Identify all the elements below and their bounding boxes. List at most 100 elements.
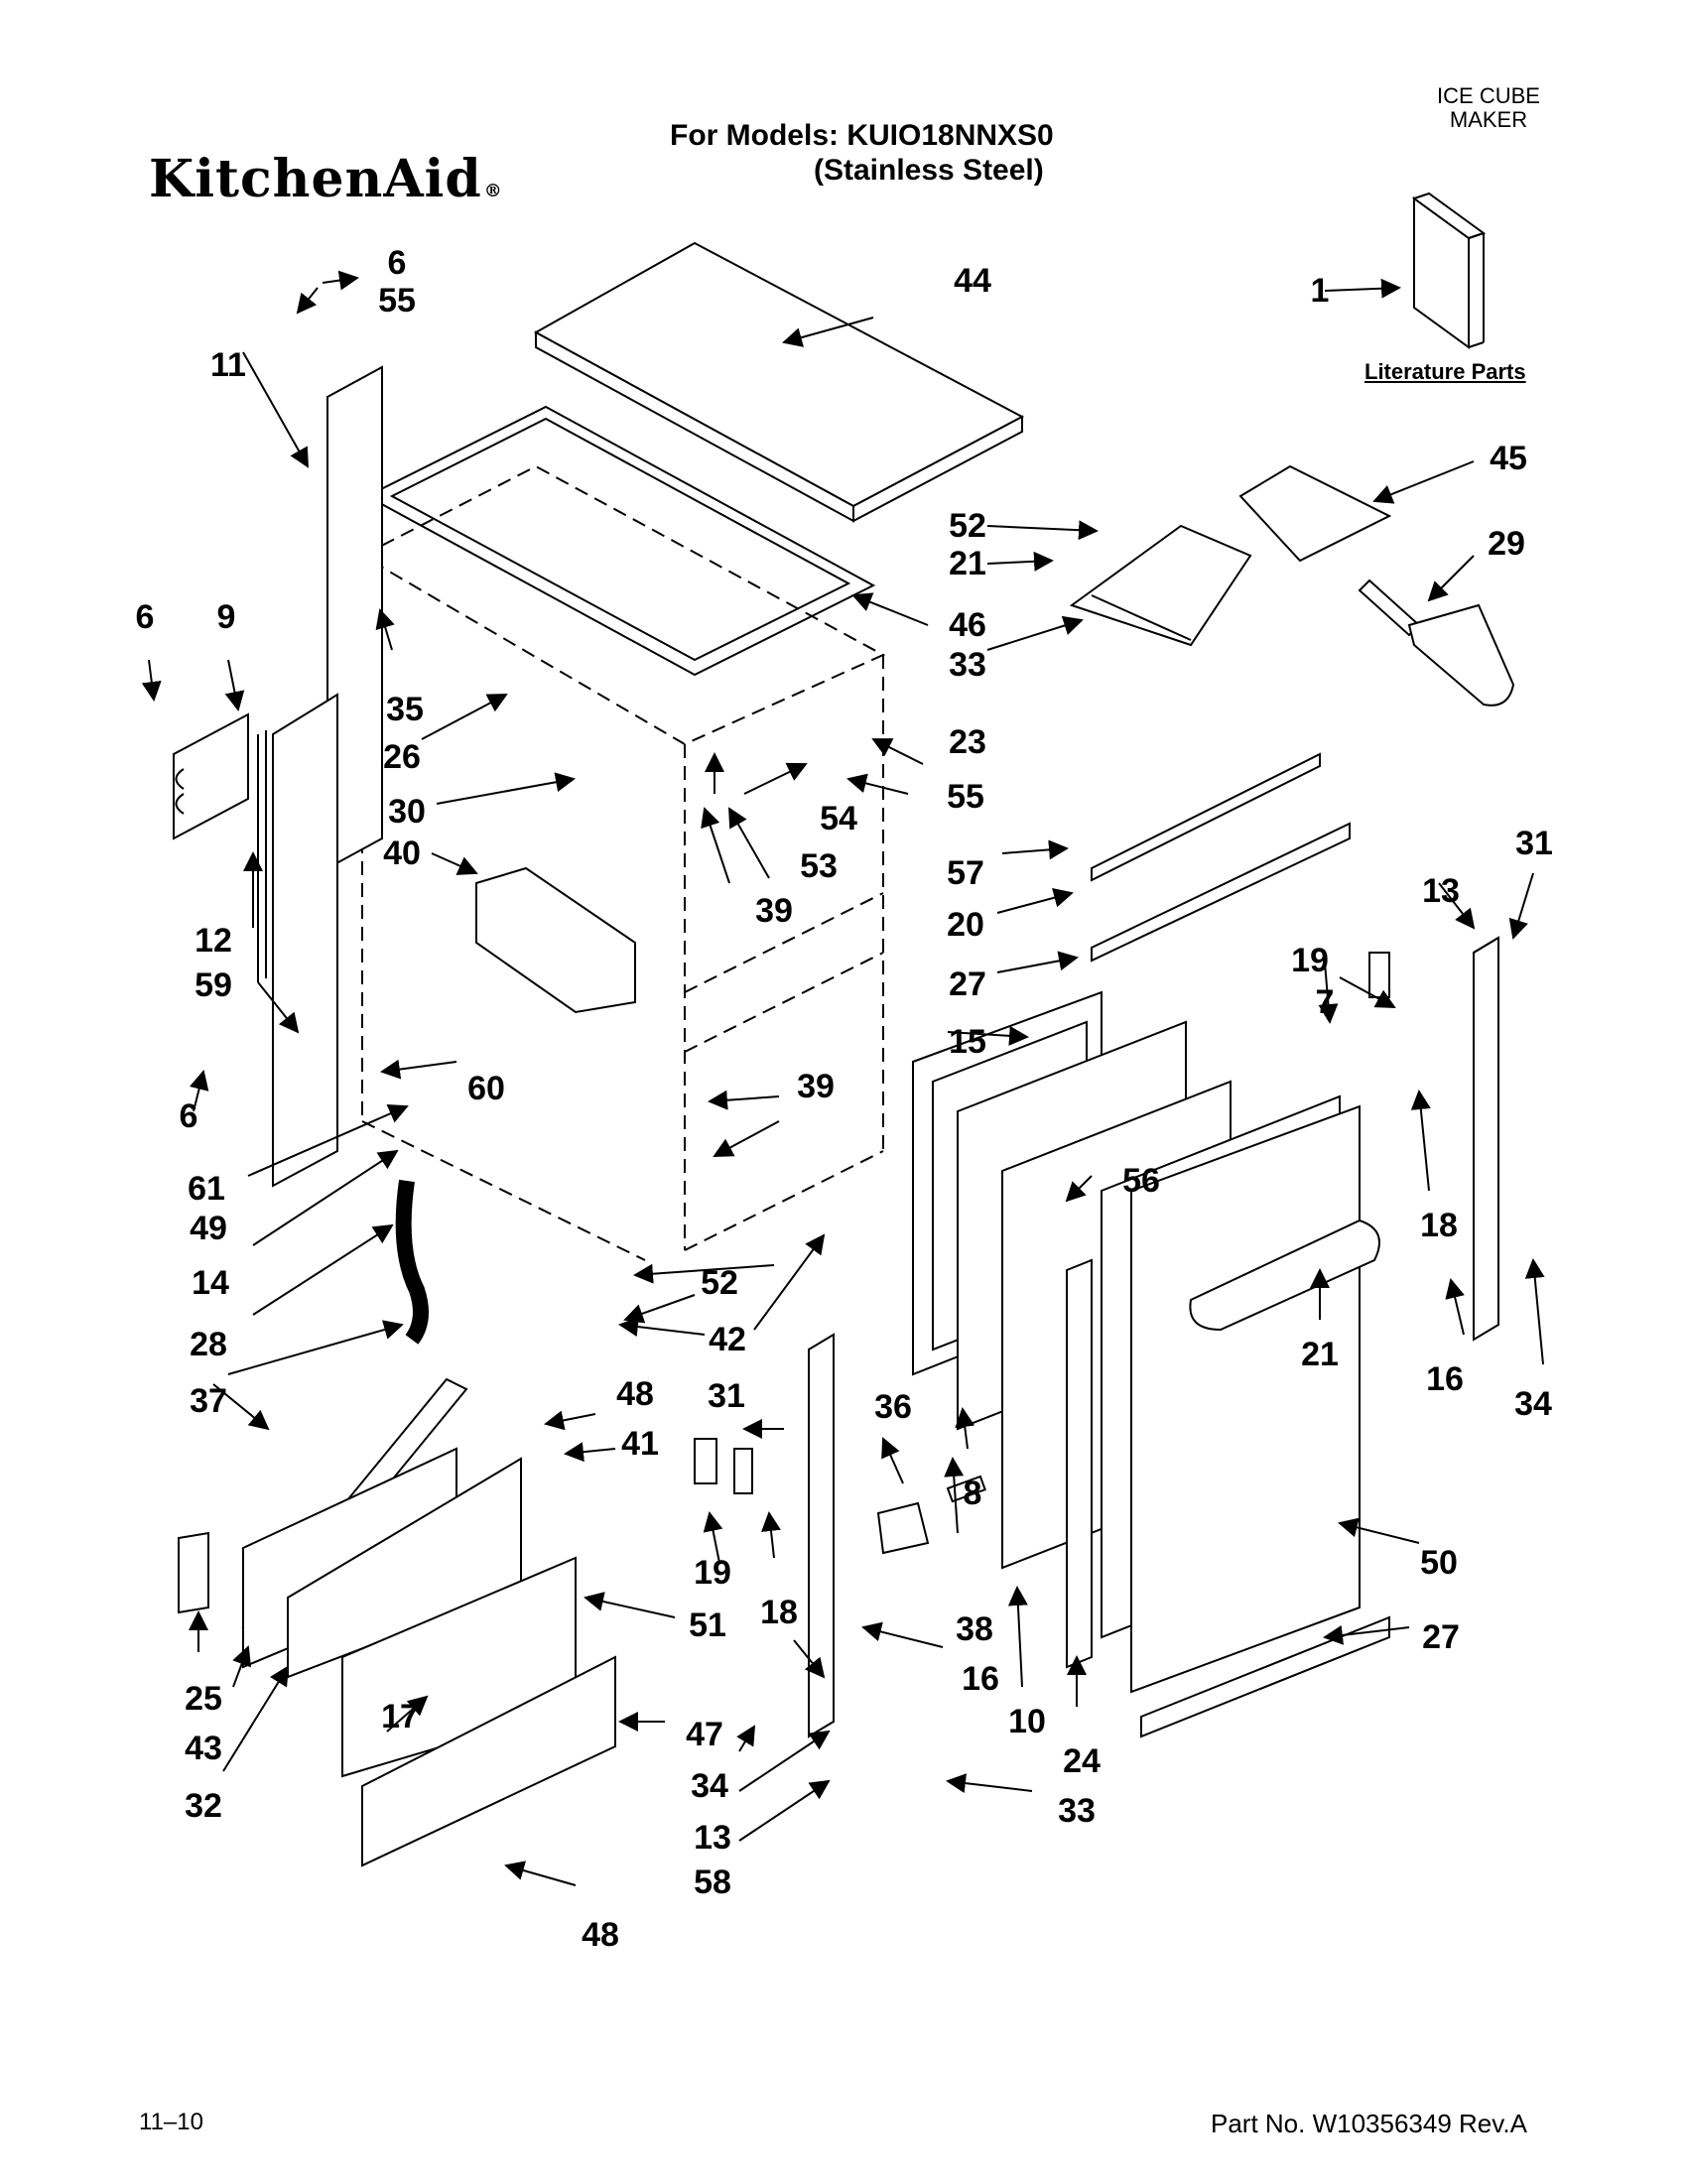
callout-33: 33 — [1058, 1792, 1096, 1830]
callout-28: 28 — [190, 1326, 227, 1363]
callout-36: 36 — [874, 1388, 912, 1426]
callout-40: 40 — [383, 835, 421, 872]
ice-scoop — [1358, 578, 1515, 707]
callout-55: 55 — [947, 778, 984, 816]
callout-46: 46 — [949, 606, 986, 644]
section-title-line-2: MAKER — [1449, 107, 1528, 132]
callout-18-b: 18 — [760, 1594, 798, 1631]
literature-parts-label: Literature Parts — [1364, 359, 1526, 384]
callout-49: 49 — [190, 1210, 227, 1247]
callout-58: 58 — [694, 1863, 731, 1901]
top-lid — [533, 241, 1025, 523]
kickplate-assembly — [178, 1377, 616, 1867]
callout-19: 19 — [1291, 942, 1329, 979]
models-line: For Models: KUIO18NNXS0 — [670, 119, 1054, 152]
callout-59: 59 — [195, 966, 232, 1004]
callout-27-b: 27 — [1422, 1618, 1460, 1656]
callout-6-b: 6 — [135, 598, 155, 636]
callout-10: 10 — [1008, 1703, 1046, 1740]
callout-57: 57 — [947, 854, 984, 892]
callout-61: 61 — [188, 1170, 225, 1208]
callout-16-b: 16 — [962, 1660, 999, 1698]
callout-27: 27 — [949, 965, 986, 1003]
callout-30: 30 — [388, 793, 426, 831]
callout-16: 16 — [1426, 1360, 1464, 1398]
callout-17: 17 — [381, 1698, 419, 1735]
plate — [1238, 464, 1392, 563]
callout-23: 23 — [949, 723, 986, 761]
callout-3: 33 — [949, 646, 986, 684]
callout-51: 51 — [689, 1606, 726, 1644]
callout-18: 18 — [1420, 1207, 1458, 1244]
callout-47: 47 — [686, 1716, 723, 1753]
callout-39: 39 — [755, 892, 793, 930]
door-rail — [1091, 752, 1351, 963]
callout-21: 21 — [1301, 1336, 1339, 1373]
date-code: 11–10 — [139, 2109, 203, 2135]
callout-34-b: 34 — [691, 1767, 728, 1805]
callout-12: 12 — [195, 922, 232, 960]
callout-11: 11 — [210, 346, 246, 384]
callout-9: 9 — [216, 598, 236, 636]
section-title-line-1: ICE CUBE — [1437, 83, 1540, 108]
bin-bracket — [1069, 524, 1252, 647]
registered-mark: ® — [483, 181, 503, 201]
callout-38: 38 — [956, 1610, 993, 1648]
hinge-post-left — [808, 1333, 835, 1738]
door-assembly — [912, 990, 1380, 1694]
hinge-bracket — [173, 712, 267, 982]
callout-44: 44 — [954, 262, 991, 300]
callout-6-c: 6 — [179, 1097, 198, 1135]
callout-32: 32 — [185, 1787, 222, 1825]
callout-31-b: 31 — [708, 1377, 745, 1415]
callout-43: 43 — [185, 1730, 222, 1767]
door-strip — [1066, 1258, 1093, 1669]
callout-60: 60 — [467, 1070, 505, 1107]
callout-13-b: 13 — [694, 1819, 731, 1857]
callout-34: 34 — [1514, 1385, 1552, 1423]
callout-48: 48 — [616, 1375, 654, 1413]
literature-booklet — [1411, 192, 1487, 349]
callout-25: 25 — [185, 1680, 222, 1718]
callout-26: 26 — [383, 738, 421, 776]
callout-54: 54 — [820, 800, 857, 837]
callout-15: 15 — [949, 1023, 986, 1061]
section-title: ICE CUBE MAKER — [1369, 84, 1608, 132]
callout-48-b: 48 — [582, 1916, 619, 1954]
gasket-frame — [364, 405, 876, 677]
callout-1: 1 — [1310, 272, 1330, 310]
callout-19-b: 19 — [694, 1554, 731, 1592]
brand-logo: KitchenAid® — [149, 149, 503, 209]
callout-52: 52 — [701, 1264, 738, 1302]
brand-name: KitchenAid — [149, 149, 482, 209]
callout-42: 42 — [709, 1321, 746, 1358]
hinge-post-right — [1473, 936, 1499, 1342]
callout-24: 24 — [1063, 1742, 1101, 1780]
callout-6: 6 — [387, 244, 407, 282]
callout-8: 8 — [963, 1475, 982, 1512]
callout-56: 56 — [1122, 1162, 1160, 1200]
finish-label: (Stainless Steel) — [814, 154, 1044, 187]
callout-39-b: 39 — [797, 1068, 835, 1105]
callout-13: 13 — [1422, 872, 1460, 910]
callout-35: 35 — [386, 691, 424, 728]
callout-20: 20 — [947, 906, 984, 944]
callout-14: 14 — [192, 1264, 229, 1302]
callout-37: 37 — [190, 1382, 227, 1420]
side-panel — [272, 365, 383, 1188]
callout-41: 41 — [621, 1425, 659, 1463]
callout-45: 45 — [1490, 440, 1527, 477]
leader-lines — [141, 270, 1545, 1886]
callout-4: 52 — [949, 507, 986, 545]
hinge-brackets-small — [694, 952, 1390, 1555]
callout-5: 55 — [378, 282, 416, 320]
part-number: Part No. W10356349 Rev.A — [1211, 2109, 1527, 2138]
callout-2: 21 — [949, 545, 986, 582]
callout-7: 7 — [1315, 983, 1335, 1021]
callout-31: 31 — [1515, 825, 1553, 862]
callout-53: 53 — [800, 847, 838, 885]
bin — [475, 866, 636, 1014]
callout-50: 50 — [1420, 1544, 1458, 1582]
bottom-rail — [1140, 1615, 1390, 1738]
